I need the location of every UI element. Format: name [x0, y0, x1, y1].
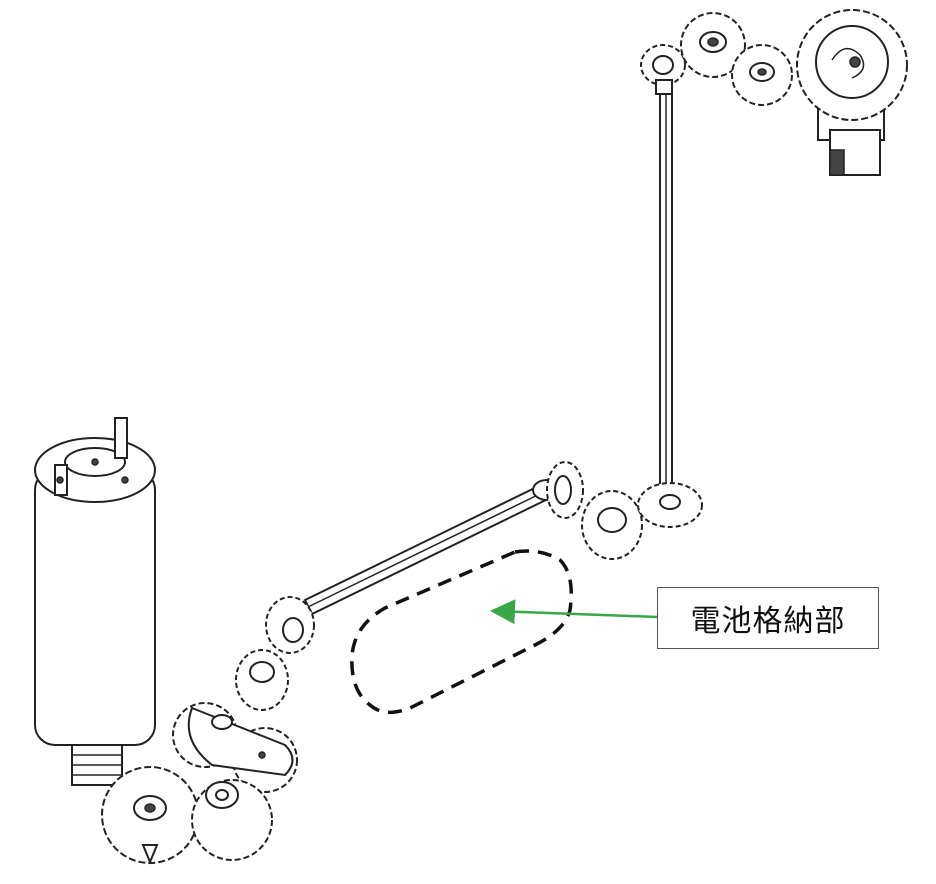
bottom-right-gear: [191, 779, 273, 861]
top-large-gear: [796, 9, 908, 176]
top-small-pinion: [640, 44, 686, 95]
vertical-shaft-bottom-gear: [637, 482, 703, 528]
top-gear-2: [680, 12, 746, 78]
battery-compartment-outline: [350, 549, 573, 715]
motor: [34, 417, 156, 786]
bottom-drive-gear: [101, 766, 199, 865]
callout-arrow: [490, 599, 658, 625]
top-gear-3: [731, 44, 793, 106]
lower-bevel-gear: [235, 649, 289, 711]
linked-gear-pair: [172, 702, 298, 793]
shaft-end-crown-gear: [546, 461, 584, 519]
diagonal-shaft-bevel-gear: [265, 596, 315, 654]
vertical-shaft: [659, 84, 673, 496]
middle-bevel-gear: [581, 490, 643, 560]
battery-compartment-label: 電池格納部: [657, 587, 879, 649]
diagonal-shaft: [303, 479, 562, 616]
top-gear-cluster: [640, 9, 908, 176]
